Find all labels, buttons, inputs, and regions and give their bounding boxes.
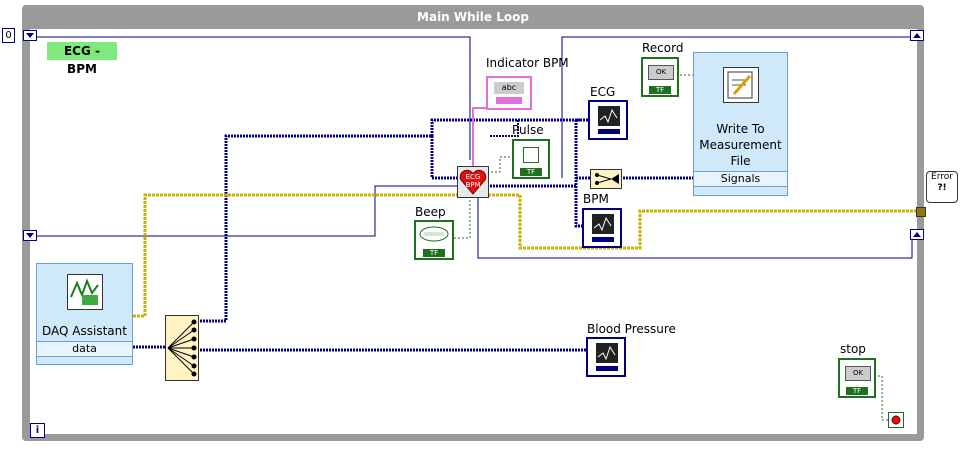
indicator-bpm-terminal[interactable]: abc: [486, 76, 532, 110]
shift-register-left-top[interactable]: [23, 30, 37, 41]
bpm-label: BPM: [583, 192, 609, 206]
error-line1: Error: [931, 172, 953, 182]
build-waveform-node[interactable]: [590, 169, 622, 189]
pulse-label: Pulse: [512, 123, 544, 137]
record-ok-button: OK: [648, 65, 674, 80]
shift-register-right-bottom[interactable]: [910, 229, 924, 240]
subvi-line2: BPM: [465, 181, 481, 189]
indicator-bpm-glyph: abc: [494, 82, 524, 94]
led-icon: [523, 147, 539, 163]
error-handler-icon[interactable]: Error ?!: [926, 171, 958, 203]
stop-ok-button: OK: [845, 366, 871, 381]
daq-icon: [67, 274, 103, 310]
bpm-graph-terminal[interactable]: [582, 208, 622, 248]
error-line2: ?!: [937, 183, 947, 193]
comment-label: ECG - BPM: [47, 42, 117, 76]
tf-label: TF: [846, 387, 868, 395]
beep-terminal[interactable]: TF: [414, 220, 454, 260]
blood-pressure-label: Blood Pressure: [587, 322, 676, 336]
stop-label: stop: [840, 342, 866, 356]
tf-label: TF: [423, 249, 445, 257]
shift-register-right-top[interactable]: [910, 30, 924, 41]
loop-count-terminal[interactable]: 0: [2, 28, 15, 43]
error-tunnel[interactable]: [916, 207, 926, 217]
record-terminal[interactable]: OK TF: [641, 57, 679, 97]
daq-assistant-block[interactable]: DAQ Assistant data: [36, 263, 133, 365]
daq-output-data[interactable]: data: [37, 341, 132, 357]
tf-label: TF: [649, 86, 671, 94]
split-signals-node[interactable]: [165, 315, 199, 381]
shift-register-left-bottom[interactable]: [23, 230, 37, 241]
beep-label: Beep: [415, 205, 446, 219]
indicator-bpm-label: Indicator BPM: [486, 56, 569, 70]
blood-pressure-graph-terminal[interactable]: [586, 337, 626, 377]
ecg-label: ECG: [590, 85, 616, 99]
daq-title: DAQ Assistant: [42, 324, 127, 338]
pulse-terminal[interactable]: TF: [512, 139, 550, 179]
stop-terminal[interactable]: OK TF: [838, 358, 876, 398]
write-file-title: Write To Measurement File: [699, 122, 782, 168]
write-file-icon: [723, 67, 759, 103]
write-file-signals-input[interactable]: Signals: [694, 171, 787, 187]
ecg-bpm-subvi[interactable]: ECG BPM: [457, 166, 489, 198]
write-measurement-file-block[interactable]: Write To Measurement File Signals: [693, 52, 788, 196]
iteration-terminal[interactable]: i: [30, 423, 45, 438]
tf-label: TF: [520, 168, 542, 176]
string-indicator-icon: [496, 97, 522, 104]
ecg-graph-terminal[interactable]: [588, 100, 628, 140]
loop-condition-terminal[interactable]: [888, 412, 904, 428]
record-label: Record: [642, 41, 684, 55]
subvi-line1: ECG: [465, 173, 481, 181]
loop-title: Main While Loop: [417, 10, 529, 24]
